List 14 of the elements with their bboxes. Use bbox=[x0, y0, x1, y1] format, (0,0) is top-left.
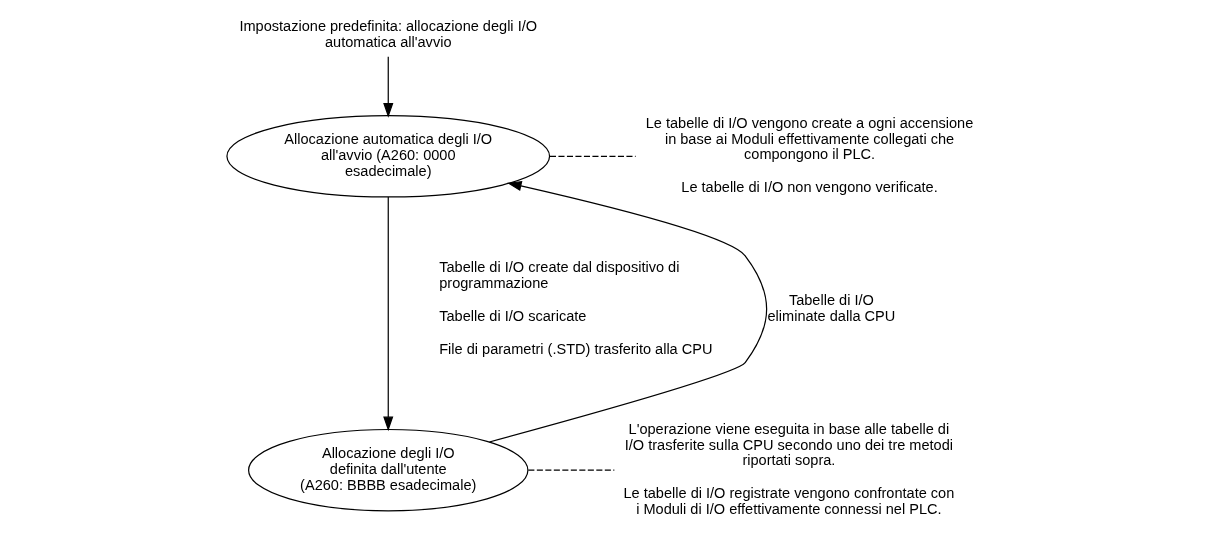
arrow bbox=[382, 196, 393, 432]
node-text: Le tabelle di I/O vengono create a ogni accensione in base ai Moduli effettivamente collegati che compongono il PLC. Le tabelle di I/O non vengono verificate. bbox=[645, 114, 973, 196]
label: Tabelle di I/O create dal dispositivo di programmazione bbox=[438, 259, 679, 292]
node-ellipse: Allocazione automatica degli I/O all'avvio (A260: 0000 esadecimale) bbox=[225, 115, 550, 198]
connector bbox=[527, 469, 615, 471]
label: Tabelle di I/O scaricate bbox=[438, 307, 586, 324]
arrow bbox=[488, 181, 767, 443]
label: File di parametri (.STD) trasferito alla CPU bbox=[438, 340, 712, 357]
node-text: Impostazione predefinita: allocazione degli I/O automatica all'avvio bbox=[238, 17, 537, 50]
node-text: L'operazione viene eseguita in base alle tabelle di I/O trasferite sulla CPU secondo uno dei tre metodi riportati sopra. Le tabelle di I/O registrate vengono confrontate con i Moduli di I/O effettivamente connessi nel PLC. bbox=[623, 420, 954, 517]
arrow bbox=[382, 56, 393, 118]
edge-label: Tabelle di I/O eliminate dalla CPU bbox=[767, 292, 895, 324]
connector bbox=[548, 155, 636, 157]
node-ellipse: Allocazione degli I/O definita dall'utente (A260: BBBB esadecimale) bbox=[247, 428, 528, 512]
